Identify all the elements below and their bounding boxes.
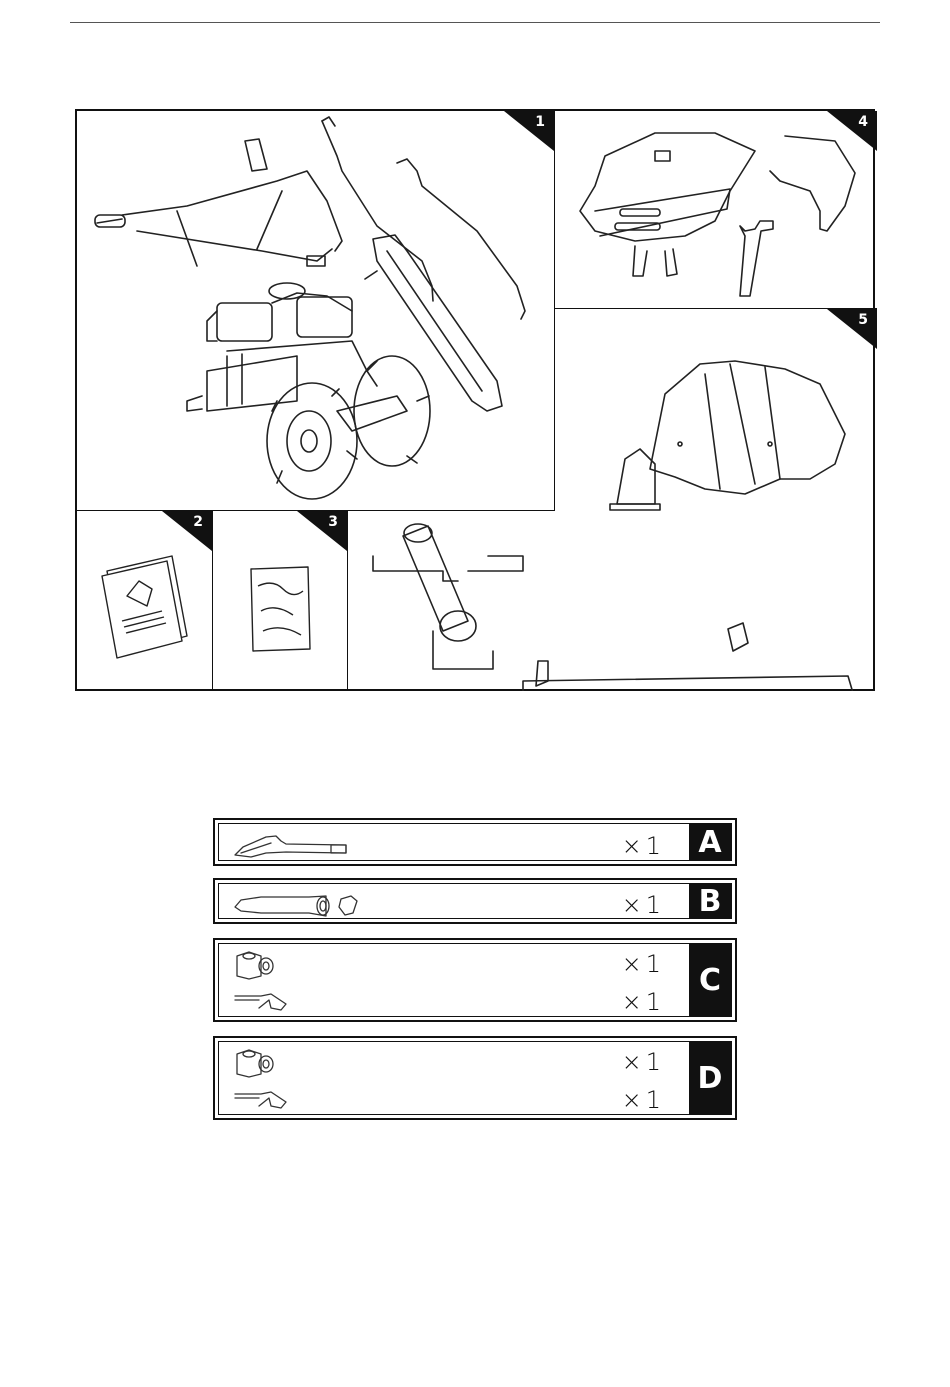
kit-d-letter: D bbox=[689, 1042, 731, 1114]
handle-lever-icon bbox=[231, 831, 351, 861]
panel-4-number-tab: 4 bbox=[827, 111, 877, 151]
clamp-block-icon bbox=[231, 1046, 281, 1078]
kit-b-frame: ×1 B bbox=[218, 883, 732, 919]
panel-3-number-tab: 3 bbox=[297, 511, 347, 551]
kit-d-row-1-quantity: ×1 bbox=[622, 1048, 665, 1076]
panel-2: 2 bbox=[77, 511, 213, 691]
kit-a-row-1: ×1 bbox=[219, 828, 685, 864]
kit-d-row-1: ×1 bbox=[219, 1044, 685, 1080]
kit-c-row-1-quantity: ×1 bbox=[622, 950, 665, 978]
panel-5-number: 5 bbox=[858, 312, 868, 328]
kit-b-quantity: ×1 bbox=[622, 891, 665, 919]
panel-3-number: 3 bbox=[328, 514, 338, 530]
clamp-block-icon bbox=[231, 948, 281, 980]
kit-c-frame: ×1 ×1 C bbox=[218, 943, 732, 1017]
panel-1-number-tab: 1 bbox=[504, 111, 554, 151]
kit-b-letter: B bbox=[689, 884, 731, 918]
kit-d: ×1 ×1 D bbox=[213, 1036, 737, 1120]
kit-c-row-2: ×1 bbox=[219, 984, 685, 1020]
kit-a-letter: A bbox=[689, 824, 731, 860]
kit-c-letter: C bbox=[689, 944, 731, 1016]
grip-and-knob-icon bbox=[231, 891, 371, 919]
panel-1: 1 bbox=[77, 111, 555, 511]
header-rule bbox=[70, 22, 880, 23]
spring-pin-icon bbox=[231, 1088, 301, 1112]
panel-5-number-tab: 5 bbox=[827, 309, 877, 349]
kit-c: ×1 ×1 C bbox=[213, 938, 737, 1022]
kit-b: ×1 B bbox=[213, 878, 737, 924]
kit-d-row-2: ×1 bbox=[219, 1082, 685, 1118]
kit-d-frame: ×1 ×1 D bbox=[218, 1041, 732, 1115]
kit-a-quantity: ×1 bbox=[622, 832, 665, 860]
panel-3: 3 bbox=[213, 511, 348, 691]
kit-b-row-1: ×1 bbox=[219, 887, 685, 923]
panel-2-number: 2 bbox=[193, 514, 203, 530]
spring-pin-icon bbox=[231, 990, 301, 1014]
kit-a-frame: ×1 A bbox=[218, 823, 732, 861]
panel-4: 4 bbox=[555, 111, 877, 309]
panel-2-number-tab: 2 bbox=[162, 511, 212, 551]
panel-5: 5 bbox=[555, 309, 877, 511]
kit-c-row-2-quantity: ×1 bbox=[622, 988, 665, 1016]
cutter-bar-and-gearbox-icon bbox=[348, 511, 875, 691]
kit-c-row-1: ×1 bbox=[219, 946, 685, 982]
panel-4-number: 4 bbox=[858, 114, 868, 130]
kit-d-row-2-quantity: ×1 bbox=[622, 1086, 665, 1114]
panel-1-number: 1 bbox=[535, 114, 545, 130]
package-contents-figure: 1 4 bbox=[75, 109, 875, 691]
panel-5-lower bbox=[348, 511, 875, 691]
kit-a: ×1 A bbox=[213, 818, 737, 866]
tiller-machine-handlebar-rods-icon bbox=[77, 111, 555, 511]
